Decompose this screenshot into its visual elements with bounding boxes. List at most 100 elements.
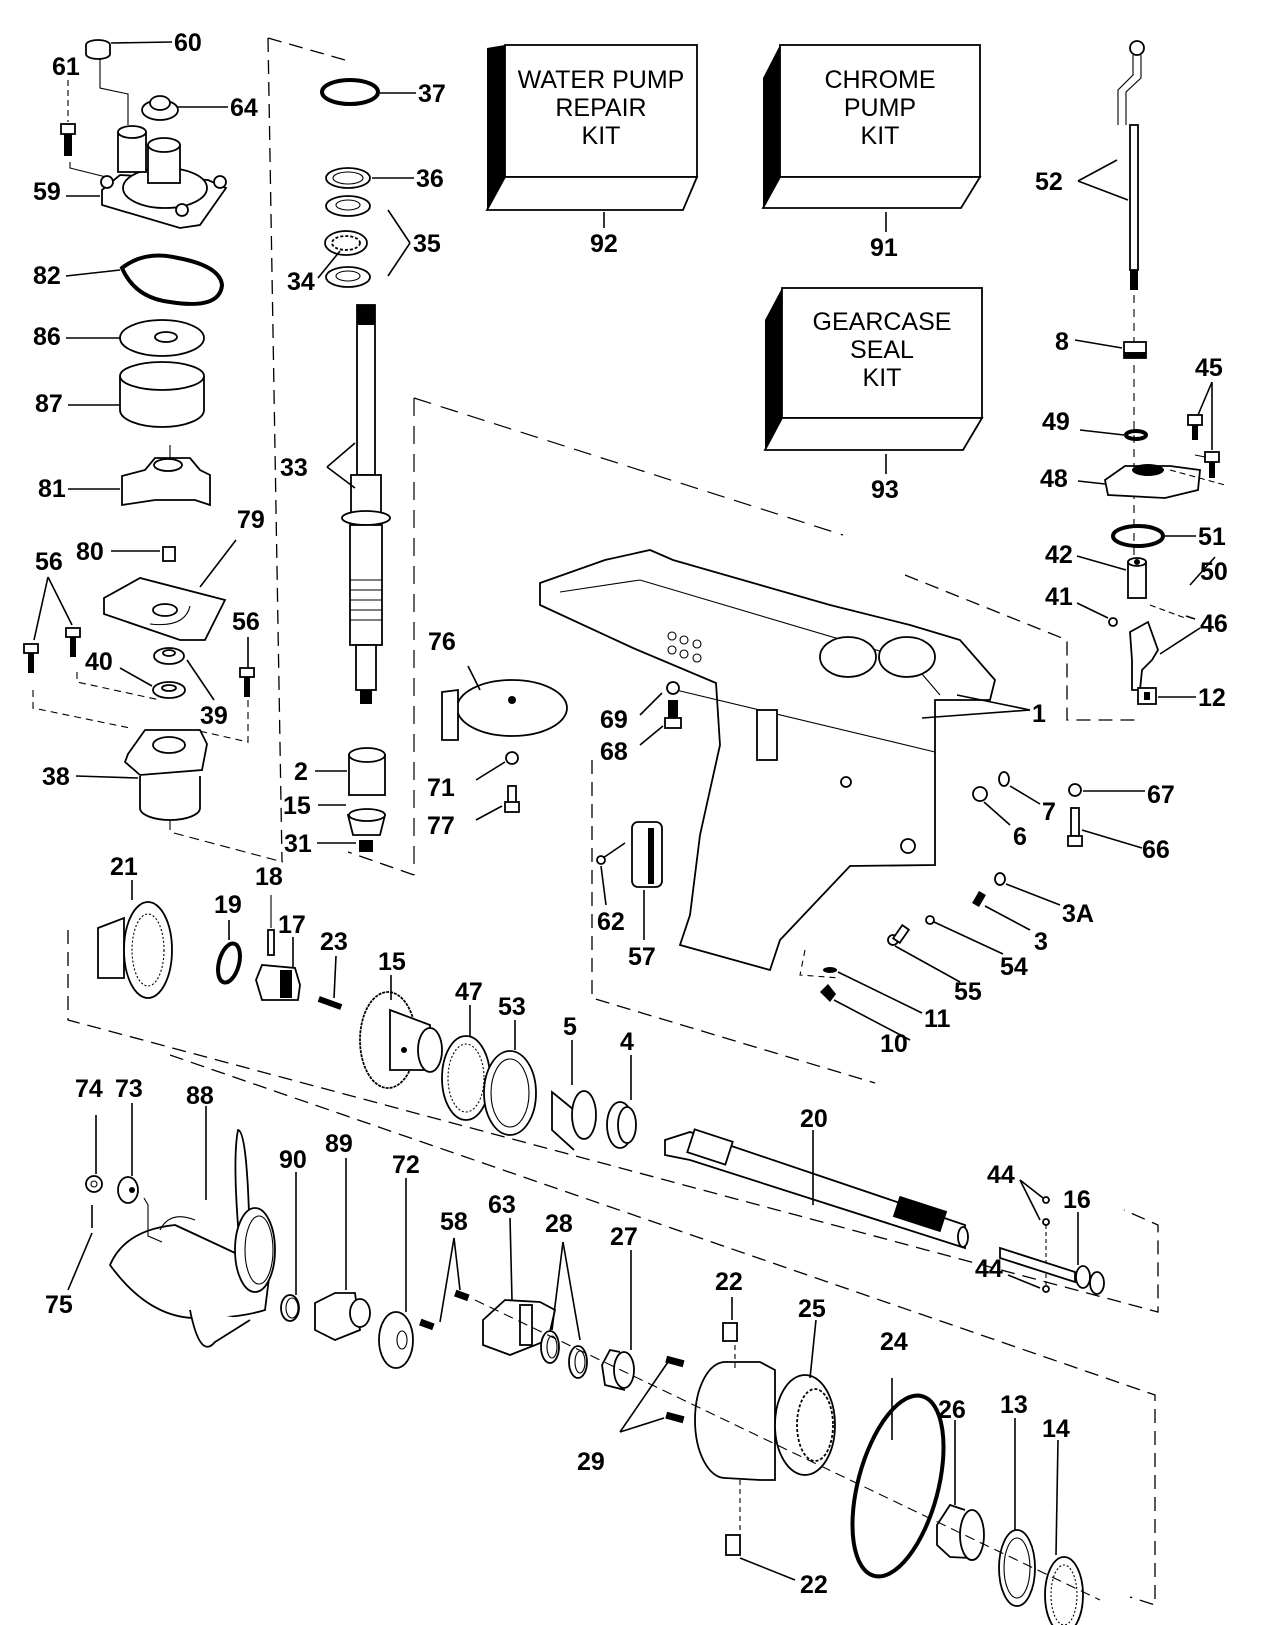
part-45-screw[interactable] <box>1204 451 1220 478</box>
part-42-connector[interactable] <box>1127 557 1147 599</box>
part-36-shim[interactable] <box>325 167 371 189</box>
kit-box-water-pump-repair[interactable]: WATER PUMP REPAIR KIT 92 <box>485 44 699 258</box>
part-89-hub[interactable] <box>314 1292 371 1341</box>
callout-61: 61 <box>52 53 80 81</box>
callout-90: 90 <box>279 1146 307 1174</box>
part-44-ball[interactable] <box>1042 1196 1050 1204</box>
part-11-washer[interactable] <box>823 967 837 973</box>
part-28-seal[interactable] <box>540 1330 560 1364</box>
part-68-bolt[interactable] <box>664 700 682 729</box>
part-87-impeller-liner[interactable] <box>119 361 205 428</box>
part-47-thrust-bearing[interactable] <box>441 1035 491 1121</box>
part-13-thrust-washer[interactable] <box>998 1529 1036 1607</box>
part-56-bolt[interactable] <box>239 667 255 697</box>
part-21-forward-gear[interactable] <box>97 901 173 999</box>
part-12-cradle[interactable] <box>1137 687 1157 705</box>
part-18-pin[interactable] <box>267 929 275 956</box>
part-62-screw[interactable] <box>596 842 626 865</box>
part-46-shift-lever[interactable] <box>1129 620 1159 691</box>
part-90-spacer[interactable] <box>280 1294 300 1322</box>
part-7-oring[interactable] <box>998 771 1010 787</box>
part-86-plate[interactable] <box>119 319 205 357</box>
part-39-seal[interactable] <box>153 647 185 665</box>
part-24-oring[interactable] <box>835 1386 960 1586</box>
part-63-retainer[interactable] <box>482 1299 557 1356</box>
part-38-pump-base[interactable] <box>123 729 208 821</box>
part-8-nut[interactable] <box>1123 341 1147 359</box>
part-16-cam-follower[interactable] <box>999 1246 1105 1295</box>
part-50-pin[interactable] <box>1185 615 1196 620</box>
kit-box-gearcase-seal[interactable]: GEARCASE SEAL KIT 93 <box>763 287 984 504</box>
part-3-screw[interactable] <box>972 890 986 908</box>
callout-68: 68 <box>600 738 628 766</box>
part-54-washer[interactable] <box>925 915 935 925</box>
part-44-ball[interactable] <box>1042 1285 1050 1293</box>
part-35-thrust-washer[interactable] <box>325 195 371 217</box>
part-52-shift-rod[interactable] <box>1117 40 1145 290</box>
part-71-washer[interactable] <box>505 751 519 765</box>
part-2-bearing[interactable] <box>348 747 386 796</box>
part-28-seal[interactable] <box>568 1345 588 1379</box>
part-79-wear-plate[interactable] <box>103 577 227 641</box>
part-64-seal[interactable] <box>141 95 179 121</box>
part-88-propeller[interactable] <box>108 1129 276 1348</box>
part-72-thrust-bushing[interactable] <box>378 1311 414 1369</box>
part-60-grommet[interactable] <box>85 39 111 60</box>
part-66-bolt[interactable] <box>1067 807 1083 847</box>
part-74-nut[interactable] <box>85 1175 103 1193</box>
part-5-bearing[interactable] <box>551 1090 597 1151</box>
part-15-pinion[interactable] <box>346 808 387 836</box>
callout-4: 4 <box>620 1028 634 1056</box>
part-56-bolt[interactable] <box>23 643 39 673</box>
part-49-oring[interactable] <box>1124 429 1148 441</box>
part-53-thrust-washer[interactable] <box>483 1050 537 1136</box>
part-59-water-pump-housing[interactable] <box>100 125 228 229</box>
part-15-reverse-gear[interactable] <box>359 991 443 1089</box>
part-31-nut[interactable] <box>359 840 373 852</box>
part-73-washer[interactable] <box>117 1176 139 1204</box>
part-19-oring[interactable] <box>214 941 244 985</box>
part-22-clip[interactable] <box>722 1322 738 1342</box>
kit-box-chrome-pump[interactable]: CHROME PUMP KIT 91 <box>761 44 982 262</box>
part-77-bolt[interactable] <box>504 785 520 813</box>
part-48-shift-housing[interactable] <box>1104 464 1201 499</box>
part-25-bearing-housing[interactable] <box>694 1361 836 1481</box>
part-67-washer[interactable] <box>1068 783 1082 797</box>
part-22-clip[interactable] <box>725 1534 741 1556</box>
part-82-oring[interactable] <box>119 253 225 306</box>
part-34-thrust-bearing[interactable] <box>324 230 368 256</box>
part-33-driveshaft[interactable] <box>341 304 391 704</box>
part-44-ball[interactable] <box>1042 1218 1050 1226</box>
part-29-screw[interactable] <box>665 1411 685 1424</box>
part-1-gearcase-housing[interactable] <box>539 549 996 972</box>
part-58-screw[interactable] <box>454 1289 470 1302</box>
callout-74: 74 <box>75 1075 103 1103</box>
part-37-oring[interactable] <box>320 78 380 106</box>
part-26-bearing[interactable] <box>936 1503 985 1561</box>
part-81-impeller[interactable] <box>121 445 211 507</box>
part-57-anode[interactable] <box>631 821 663 888</box>
part-61-bolt[interactable] <box>60 123 76 156</box>
part-51-oring[interactable] <box>1111 524 1165 548</box>
part-3A-oring[interactable] <box>994 872 1006 886</box>
part-35-thrust-washer[interactable] <box>325 266 371 288</box>
part-27-bearing[interactable] <box>601 1348 635 1391</box>
part-10-plug[interactable] <box>820 984 836 1002</box>
part-20-propeller-shaft[interactable] <box>664 1128 969 1250</box>
part-6-plug[interactable] <box>972 786 988 802</box>
part-17-clutch-dog[interactable] <box>255 964 301 1001</box>
part-29-screw[interactable] <box>665 1355 685 1368</box>
part-56-bolt[interactable] <box>65 627 81 657</box>
part-55-screw[interactable] <box>887 923 911 946</box>
part-41-pin[interactable] <box>1108 617 1118 627</box>
part-58-screw[interactable] <box>419 1318 435 1331</box>
part-80-key[interactable] <box>162 546 176 562</box>
part-23-spring[interactable] <box>317 996 343 1010</box>
part-76-trim-tab[interactable] <box>441 679 568 741</box>
part-69-washer[interactable] <box>666 681 680 695</box>
callout-39: 39 <box>200 702 228 730</box>
part-45-screw[interactable] <box>1187 414 1203 440</box>
part-4-bearing[interactable] <box>606 1101 637 1149</box>
part-40-seal[interactable] <box>152 681 186 699</box>
part-14-thrust-bearing[interactable] <box>1044 1556 1084 1625</box>
